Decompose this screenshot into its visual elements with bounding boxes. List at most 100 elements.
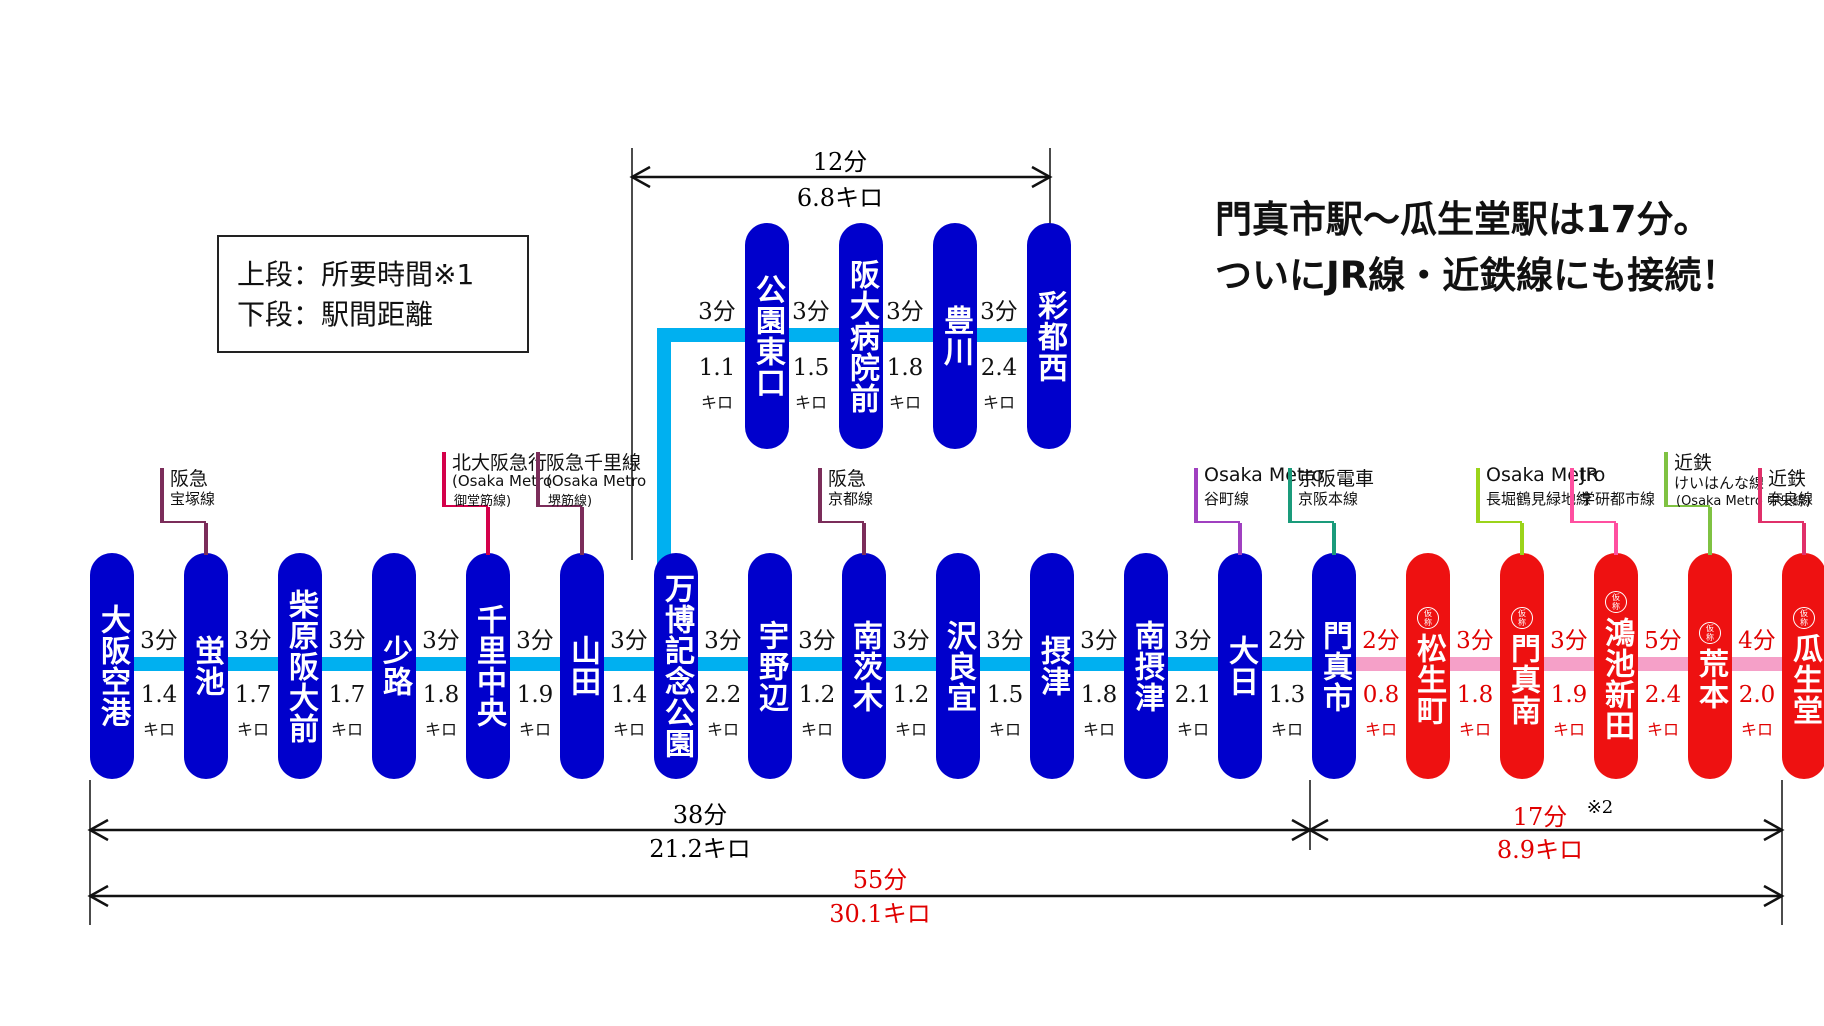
station-12: 大日 bbox=[1218, 553, 1262, 779]
station-4: 千里中央 bbox=[466, 553, 510, 779]
segment-1-unit: キロ bbox=[236, 720, 269, 739]
connection-9-stem-left bbox=[1758, 468, 1762, 523]
station-6: 万博記念公園 bbox=[654, 553, 698, 779]
headline-line-2: ついにJR線・近鉄線にも接続！ bbox=[1215, 254, 1739, 297]
branch-span-time: 12分 bbox=[812, 148, 868, 176]
segment-6-time: 3分 bbox=[704, 628, 742, 654]
connection-2-stem-left bbox=[536, 452, 540, 507]
connection-6-stem-link bbox=[1476, 521, 1522, 523]
branch-segment-3-distance: 2.4 bbox=[980, 355, 1018, 381]
headline-line-1: 門真市駅～瓜生堂駅は17分。 bbox=[1215, 198, 1711, 241]
connection-1-stem-right bbox=[486, 507, 490, 555]
connection-4-line2: 谷町線 bbox=[1204, 490, 1250, 508]
connection-3-stem-link bbox=[818, 521, 864, 523]
segment-4-time: 3分 bbox=[516, 628, 554, 654]
branch-segment-0-distance: 1.1 bbox=[698, 355, 736, 381]
segment-11-unit: キロ bbox=[1176, 720, 1209, 739]
branch-segment-2-unit: キロ bbox=[888, 393, 921, 412]
segment-0-unit: キロ bbox=[142, 720, 175, 739]
station-18-provisional-char: 称 bbox=[1800, 617, 1808, 627]
station-5-name: 山田 bbox=[565, 635, 600, 697]
segment-7-unit: キロ bbox=[800, 720, 833, 739]
headline: 門真市駅～瓜生堂駅は17分。 ついにJR線・近鉄線にも接続！ bbox=[1215, 192, 1738, 304]
segment-17-unit: キロ bbox=[1740, 720, 1773, 739]
station-1-name: 蛍池 bbox=[189, 635, 224, 697]
segment-13-unit: キロ bbox=[1364, 720, 1397, 739]
connection-2-line2: (Osaka Metro bbox=[546, 472, 647, 490]
segment-12-time: 2分 bbox=[1268, 628, 1306, 654]
station-15-provisional-char: 称 bbox=[1518, 617, 1526, 627]
station-15-provisional-mark: 仮称 bbox=[1511, 606, 1533, 629]
segment-16-time: 5分 bbox=[1644, 628, 1682, 654]
branch-station-1-name: 阪大病院前 bbox=[844, 258, 879, 414]
planned-span-arrow-head-left bbox=[1307, 818, 1329, 842]
branch-segment-0-time: 3分 bbox=[698, 299, 736, 325]
branch-segment-2-distance: 1.8 bbox=[886, 355, 924, 381]
segment-15-unit: キロ bbox=[1552, 720, 1585, 739]
branch-segment-1-distance: 1.5 bbox=[792, 355, 830, 381]
station-3-name: 少路 bbox=[377, 635, 412, 697]
station-6-name: 万博記念公園 bbox=[659, 573, 694, 759]
station-10-name: 摂津 bbox=[1035, 635, 1070, 697]
segment-9-unit: キロ bbox=[988, 720, 1021, 739]
branch-span-arrow-head-right bbox=[1031, 165, 1053, 189]
branch-segment-3-time: 3分 bbox=[980, 299, 1018, 325]
segment-7-distance: 1.2 bbox=[798, 682, 836, 708]
connection-0-line1: 阪急 bbox=[170, 468, 209, 490]
station-18-provisional-char: 仮 bbox=[1800, 608, 1808, 618]
connection-0-line2: 宝塚線 bbox=[170, 490, 216, 508]
segment-1-time: 3分 bbox=[234, 628, 272, 654]
station-18-name: 瓜生堂 bbox=[1787, 632, 1822, 726]
segment-10-unit: キロ bbox=[1082, 720, 1115, 739]
station-17-provisional-char: 仮 bbox=[1706, 624, 1714, 633]
station-5: 山田 bbox=[560, 553, 604, 779]
segment-2-unit: キロ bbox=[330, 720, 363, 739]
connection-8-stem-link bbox=[1664, 505, 1710, 507]
connection-2-line1: 阪急千里線 bbox=[546, 452, 642, 474]
station-0: 大阪空港 bbox=[90, 553, 134, 779]
legend-line-distance: 下段：駅間距離 bbox=[237, 298, 434, 331]
connection-2-stem-right bbox=[580, 507, 584, 555]
segment-11-distance: 2.1 bbox=[1174, 682, 1212, 708]
connection-6-line2: 長堀鶴見緑地線 bbox=[1486, 490, 1592, 508]
connection-8-stem-right bbox=[1708, 507, 1712, 555]
legend-line-time: 上段：所要時間※1 bbox=[237, 258, 475, 291]
connection-1-stem-link bbox=[442, 505, 488, 507]
station-17-name: 荒本 bbox=[1693, 648, 1728, 710]
branch-station-0: 公園東口 bbox=[745, 223, 789, 449]
connection-9-line2: 奈良線 bbox=[1768, 490, 1814, 508]
segment-6-distance: 2.2 bbox=[704, 682, 742, 708]
connection-4-stem-right bbox=[1238, 523, 1242, 555]
segment-10-distance: 1.8 bbox=[1080, 682, 1118, 708]
connection-8-line1: 近鉄 bbox=[1674, 452, 1713, 474]
station-15-name: 門真南 bbox=[1505, 632, 1540, 726]
segment-16-distance: 2.4 bbox=[1644, 682, 1682, 708]
segment-15-distance: 1.9 bbox=[1550, 682, 1588, 708]
branch-segment-3-unit: キロ bbox=[982, 393, 1015, 412]
station-1: 蛍池 bbox=[184, 553, 228, 779]
segment-1-distance: 1.7 bbox=[234, 682, 272, 708]
station-17-provisional-mark: 仮称 bbox=[1699, 622, 1721, 644]
segment-4-unit: キロ bbox=[518, 720, 551, 739]
station-4-name: 千里中央 bbox=[471, 604, 506, 728]
segment-7-time: 3分 bbox=[798, 628, 836, 654]
total-span-distance: 30.1キロ bbox=[829, 900, 931, 928]
branch-station-1: 阪大病院前 bbox=[839, 223, 883, 449]
connection-7-line1: JR bbox=[1580, 464, 1599, 486]
connection-9-stem-link bbox=[1758, 521, 1804, 523]
connection-6-stem-right bbox=[1520, 523, 1524, 555]
total-span-time: 55分 bbox=[852, 866, 908, 894]
connection-6-stem-left bbox=[1476, 468, 1480, 523]
segment-2-time: 3分 bbox=[328, 628, 366, 654]
segment-3-unit: キロ bbox=[424, 720, 457, 739]
segment-14-distance: 1.8 bbox=[1456, 682, 1494, 708]
station-3: 少路 bbox=[372, 553, 416, 779]
branch-span-arrow-head-left bbox=[629, 165, 651, 189]
connection-3-stem-left bbox=[818, 468, 822, 523]
station-16-provisional-char: 称 bbox=[1612, 602, 1620, 611]
station-16-name: 鴻池新田 bbox=[1599, 617, 1634, 741]
station-12-name: 大日 bbox=[1223, 635, 1258, 697]
segment-3-time: 3分 bbox=[422, 628, 460, 654]
connection-9-line1: 近鉄 bbox=[1768, 468, 1807, 490]
station-14-provisional-char: 仮 bbox=[1424, 608, 1432, 618]
